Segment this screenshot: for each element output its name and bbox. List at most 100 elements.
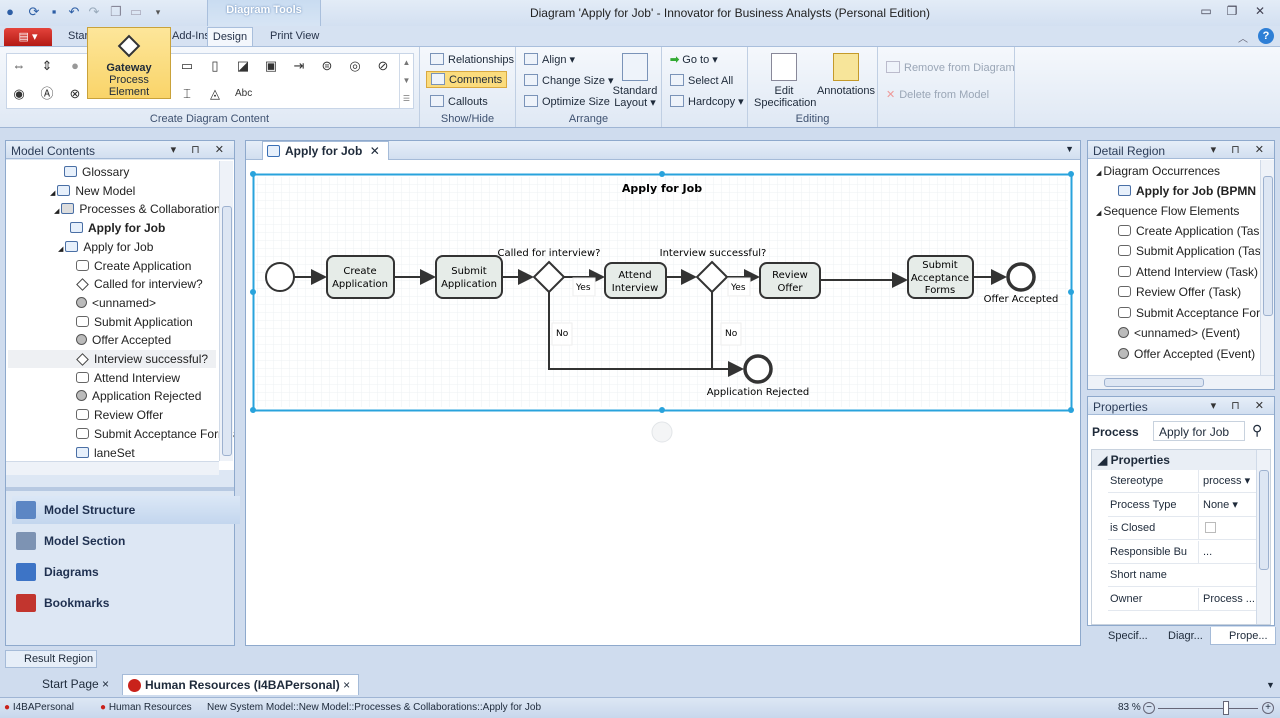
end-event-offer-accepted[interactable]: Offer Accepted	[984, 262, 1059, 305]
property-value[interactable]	[1198, 517, 1258, 540]
data-object-icon[interactable]: ▯	[211, 58, 219, 73]
nav-diagrams[interactable]: Diagrams	[12, 558, 240, 586]
tab-design[interactable]: Design	[207, 27, 253, 47]
remove-from-diagram-button[interactable]: Remove from Diagram	[886, 61, 1015, 74]
splitter[interactable]	[6, 487, 234, 491]
result-region-button[interactable]: Result Region	[5, 650, 97, 668]
tree-item[interactable]: Review Offer	[76, 406, 163, 424]
is-closed-checkbox[interactable]	[1205, 522, 1216, 533]
tree-item[interactable]: Application Rejected	[76, 387, 201, 405]
align-button[interactable]: Align ▾	[524, 53, 575, 66]
customize-toolbar-icon[interactable]: ▾	[155, 7, 161, 17]
properties-vscrollbar[interactable]	[1256, 450, 1270, 624]
tree-item[interactable]: Offer Accepted	[76, 331, 171, 349]
tab-apply-for-job[interactable]: Apply for Job ✕	[262, 141, 389, 160]
message-flow-icon[interactable]: ⇕	[41, 58, 53, 73]
save-icon[interactable]: ▪	[51, 4, 57, 19]
close-tab-icon[interactable]: ×	[343, 678, 351, 692]
help-icon[interactable]: ?	[1258, 28, 1274, 44]
minimize-icon[interactable]: ▭	[1200, 4, 1212, 18]
tree-item[interactable]: Apply for Job	[70, 219, 165, 237]
detail-item[interactable]: Apply for Job (BPMN Diagram)	[1118, 182, 1260, 200]
undo-icon[interactable]: ↶	[68, 4, 80, 19]
close-tab-icon[interactable]: ✕	[369, 144, 380, 158]
zoom-slider[interactable]	[1158, 708, 1258, 709]
panel-controls[interactable]: ▾ ⊓ ✕	[170, 144, 230, 156]
delete-from-model-button[interactable]: ✕Delete from Model	[886, 89, 990, 101]
panel-controls[interactable]: ▾ ⊓ ✕	[1210, 400, 1270, 412]
file-menu-button[interactable]: ▤ ▾	[4, 28, 52, 46]
refresh-icon[interactable]: ⟳	[28, 4, 40, 19]
tree-item[interactable]: ◢ Processes & Collaborations	[54, 200, 227, 218]
send-icon[interactable]: ⇥	[293, 58, 305, 73]
select-all-button[interactable]: Select All	[670, 74, 733, 87]
change-size-button[interactable]: Change Size ▾	[524, 74, 614, 87]
detail-item[interactable]: Submit Application (Task)	[1118, 242, 1260, 260]
rotate-handle-icon[interactable]	[651, 421, 673, 443]
nav-model-section[interactable]: Model Section	[12, 527, 240, 555]
association-icon[interactable]: ◬	[210, 86, 220, 101]
tab-properties[interactable]: Prope...	[1210, 627, 1276, 645]
selection-handles[interactable]	[250, 171, 1074, 413]
group-icon[interactable]: ⌶	[183, 86, 191, 101]
nav-bookmarks[interactable]: Bookmarks	[12, 589, 240, 617]
tab-start[interactable]: Start	[68, 30, 92, 42]
property-value[interactable]: process ▾	[1198, 470, 1258, 493]
tree-item[interactable]: ◢ New Model	[50, 182, 135, 200]
expand-icon[interactable]: ◢	[54, 208, 62, 216]
tab-human-resources[interactable]: Human Resources (I4BAPersonal) ×	[122, 674, 360, 695]
property-row[interactable]: is Closed	[1108, 517, 1258, 540]
panel-controls[interactable]: ▾ ⊓ ✕	[1210, 144, 1270, 156]
tab-list-dropdown[interactable]: ▼	[1266, 680, 1275, 690]
zoom-out-button[interactable]: −	[1143, 702, 1155, 714]
detail-hscrollbar[interactable]	[1088, 375, 1274, 389]
tab-diagrams[interactable]: Diagr...	[1168, 630, 1203, 642]
property-value[interactable]: ...	[1198, 540, 1258, 564]
tree-item[interactable]: ◢ Apply for Job	[58, 238, 153, 256]
data-input-icon[interactable]: ◪	[236, 58, 250, 73]
process-icon[interactable]: ⚲	[1252, 422, 1263, 438]
hardcopy-button[interactable]: Hardcopy ▾	[670, 95, 744, 108]
timer-event-icon[interactable]: ◎	[349, 58, 361, 73]
sequence-flow-icon[interactable]: ⇔	[12, 58, 26, 73]
signal-event-icon[interactable]: ⊘	[377, 58, 389, 73]
end-event-application-rejected[interactable]: Application Rejected	[707, 354, 810, 398]
detail-item[interactable]: Review Offer (Task)	[1118, 283, 1241, 301]
tab-start-page[interactable]: Start Page ×	[42, 677, 110, 691]
tab-print-view[interactable]: Print View	[270, 30, 320, 42]
property-value[interactable]: Process ...	[1198, 587, 1258, 611]
optimize-size-button[interactable]: Optimize Size	[524, 95, 610, 108]
zoom-slider-thumb[interactable]	[1222, 701, 1229, 715]
redo-icon[interactable]: ↷	[88, 4, 100, 19]
collapse-ribbon-icon[interactable]: ︿	[1238, 34, 1248, 45]
expand-icon[interactable]: ◢	[58, 245, 66, 253]
paste-icon[interactable]: ▭	[129, 4, 143, 19]
tree-vscrollbar[interactable]	[219, 161, 233, 461]
expand-icon[interactable]: ◢	[50, 189, 58, 197]
tree-item[interactable]: <unnamed>	[76, 294, 156, 312]
zoom-in-button[interactable]: +	[1262, 702, 1274, 714]
escalation-event-icon[interactable]: Ⓐ	[40, 86, 54, 101]
message-event-icon[interactable]: ⊜	[321, 58, 333, 73]
tree-item[interactable]: Submit Acceptance Forms	[76, 425, 234, 443]
tree-item[interactable]: Submit Application	[76, 313, 193, 331]
detail-item[interactable]: Submit Acceptance Forms (Task)	[1118, 304, 1260, 322]
detail-item[interactable]: Offer Accepted (Event)	[1118, 345, 1255, 363]
text-annotation-icon[interactable]: Abc	[235, 88, 253, 99]
gateway-interview-successful[interactable]: Interview successful?	[660, 248, 767, 294]
tab-specification[interactable]: Specif...	[1108, 630, 1148, 642]
property-section-header[interactable]: ◢ Properties	[1092, 450, 1258, 470]
detail-vscrollbar[interactable]	[1260, 160, 1274, 375]
tree-item[interactable]: Interview successful?	[8, 350, 216, 368]
callouts-button[interactable]: Callouts	[430, 95, 488, 108]
event-icon[interactable]: ●	[71, 58, 79, 73]
terminate-event-icon[interactable]: ◉	[13, 86, 25, 101]
data-output-icon[interactable]: ▣	[264, 58, 278, 73]
